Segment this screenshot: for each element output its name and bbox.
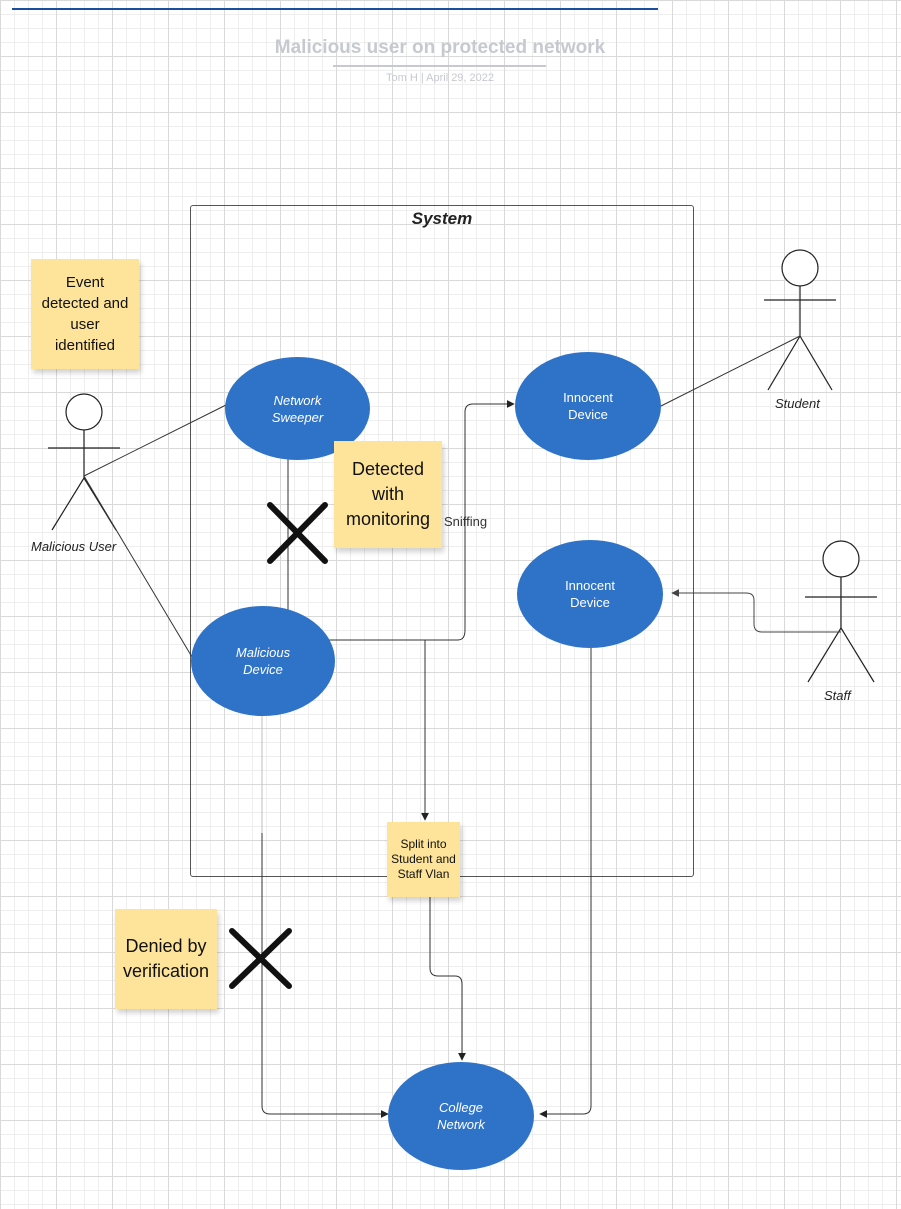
actor-student-label: Student — [775, 396, 820, 411]
association-user-sweeper — [83, 404, 227, 477]
network-sweeper-label: Network Sweeper — [271, 392, 324, 425]
use-case-malicious-device: Malicious Device — [191, 606, 335, 716]
college-network-label: College Network — [437, 1100, 485, 1132]
staff-to-device2-path — [671, 589, 841, 633]
actor-staff-label: Staff — [824, 688, 851, 703]
split-to-college-path — [429, 895, 466, 1061]
note-event-detected-text: Event detected and user identified — [41, 274, 129, 354]
innocent-device-2-label: Innocent Device — [565, 578, 615, 610]
title-underline — [333, 65, 546, 67]
diagram-subtitle: Tom H | April 29, 2022 — [385, 72, 495, 84]
top-link-underline — [12, 8, 658, 10]
edge-label-sniffing: Sniffing — [444, 514, 488, 529]
use-case-innocent-device-2: Innocent Device — [517, 540, 663, 648]
note-event-detected: Event detected and user identified — [31, 259, 139, 369]
block-x-monitoring — [267, 502, 328, 564]
note-detected-monitoring: Detected with monitoring — [334, 441, 442, 548]
device2-to-college-path — [539, 648, 592, 1118]
note-denied-verification-text: Denied by verification — [122, 936, 210, 981]
student-actor-figure — [764, 249, 836, 391]
note-detected-monitoring-text: Detected with monitoring — [345, 459, 431, 529]
use-case-innocent-device-1: Innocent Device — [515, 352, 661, 460]
malicious-device-label: Malicious Device — [235, 645, 291, 677]
system-label: System — [411, 209, 473, 228]
note-split-vlan: Split into Student and Staff Vlan — [387, 822, 460, 897]
note-split-vlan-text: Split into Student and Staff Vlan — [391, 837, 456, 881]
association-student-device — [660, 335, 801, 407]
association-user-malicious-device — [83, 475, 193, 658]
use-case-college-network: College Network — [388, 1062, 534, 1170]
note-denied-verification: Denied by verification — [115, 909, 217, 1009]
staff-actor-figure — [805, 540, 877, 683]
block-x-verification — [229, 928, 292, 989]
actor-malicious-user-label: Malicious User — [31, 539, 117, 554]
malicious-user-actor-figure — [48, 393, 120, 531]
sniffing-path — [400, 400, 515, 641]
top-link-bar[interactable] — [12, 0, 658, 10]
innocent-device-1-label: Innocent Device — [563, 390, 613, 422]
malicious-to-college-path-lower — [261, 833, 389, 1118]
diagram-title: Malicious user on protected network — [274, 37, 606, 58]
